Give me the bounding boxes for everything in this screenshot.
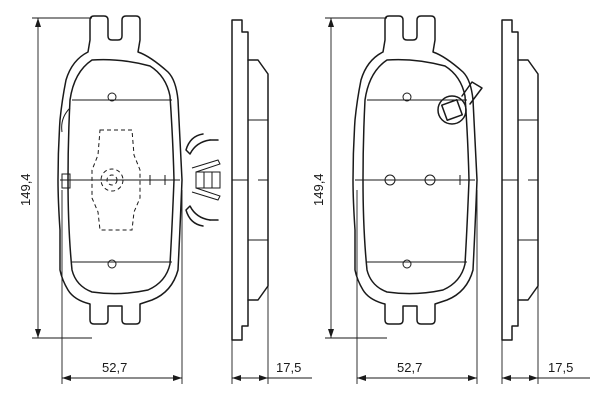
left-thickness-label: 17,5 (276, 360, 301, 375)
left-clip-spring (185, 133, 221, 227)
right-friction-material (362, 58, 470, 295)
right-width-label: 52,7 (397, 360, 422, 375)
right-backing-plate (352, 15, 478, 325)
left-height-label: 149,4 (18, 173, 33, 206)
left-width-dimension: 52,7 (61, 190, 183, 384)
right-width-dimension: 52,7 (356, 190, 478, 384)
left-thickness-dimension: 17,5 (231, 286, 312, 384)
left-pad-side-view (231, 19, 269, 341)
left-backing-plate (57, 15, 183, 325)
left-pad-front-view (57, 15, 183, 325)
right-height-dimension: 149,4 (311, 17, 387, 339)
left-friction-material (67, 58, 175, 295)
left-height-dimension: 149,4 (18, 17, 92, 339)
right-pad-side-view (501, 19, 539, 341)
right-height-label: 149,4 (311, 173, 326, 206)
right-pad-front-view (352, 15, 483, 325)
wear-sensor-icon (437, 81, 483, 125)
right-thickness-label: 17,5 (548, 360, 573, 375)
left-width-label: 52,7 (102, 360, 127, 375)
right-thickness-dimension: 17,5 (501, 286, 590, 384)
